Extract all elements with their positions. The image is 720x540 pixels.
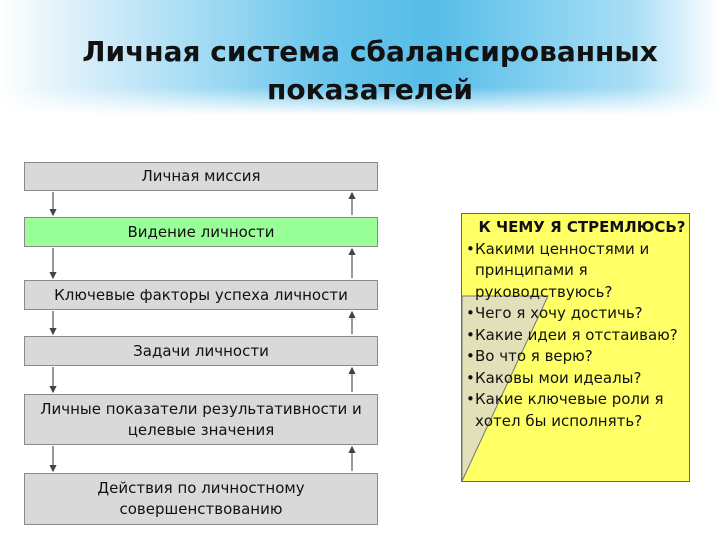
- list-item: •Какие идеи я отстаиваю?: [466, 325, 688, 347]
- question-text: Чего я хочу достичь?: [475, 304, 643, 322]
- bullet-icon: •: [466, 325, 475, 344]
- list-item: •Чего я хочу достичь?: [466, 303, 688, 325]
- flow-box-vision: Видение личности: [24, 217, 378, 247]
- page-title: Личная система сбалансированных показате…: [82, 35, 658, 106]
- question-text: Какими ценностями и принципами я руковод…: [475, 239, 650, 301]
- header-banner: [0, 0, 720, 115]
- flow-box-goals: Задачи личности: [24, 336, 378, 366]
- bullet-icon: •: [466, 390, 475, 408]
- question-list: •Какими ценностями и принципами я руково…: [466, 239, 688, 433]
- bullet-icon: •: [466, 368, 475, 387]
- aspiration-panel-text: К ЧЕМУ Я СТРЕМЛЮСЬ? •Какими ценностями и…: [466, 217, 688, 432]
- panel-heading: К ЧЕМУ Я СТРЕМЛЮСЬ?: [478, 218, 686, 236]
- list-item: •Каковы мои идеалы?: [466, 368, 688, 390]
- list-item: •Во что я верю?: [466, 346, 688, 368]
- question-text: Какие ключевые роли я хотел бы исполнять…: [475, 390, 664, 430]
- question-text: Во что я верю?: [475, 347, 593, 365]
- flow-box-mission: Личная миссия: [24, 162, 378, 191]
- list-item: •Какими ценностями и принципами я руково…: [466, 239, 688, 304]
- flow-box-success-factors: Ключевые факторы успеха личности: [24, 280, 378, 310]
- flow-box-performance-indicators: Личные показатели результативности и цел…: [24, 394, 378, 445]
- bullet-icon: •: [466, 304, 475, 322]
- list-item: •Какие ключевые роли я хотел бы исполнят…: [466, 389, 688, 432]
- question-text: Какие идеи я отстаиваю?: [475, 325, 678, 344]
- bullet-icon: •: [466, 347, 475, 365]
- flow-box-actions: Действия по личностному совершенствовани…: [24, 473, 378, 525]
- question-text: Каковы мои идеалы?: [475, 368, 642, 387]
- bullet-icon: •: [466, 239, 475, 258]
